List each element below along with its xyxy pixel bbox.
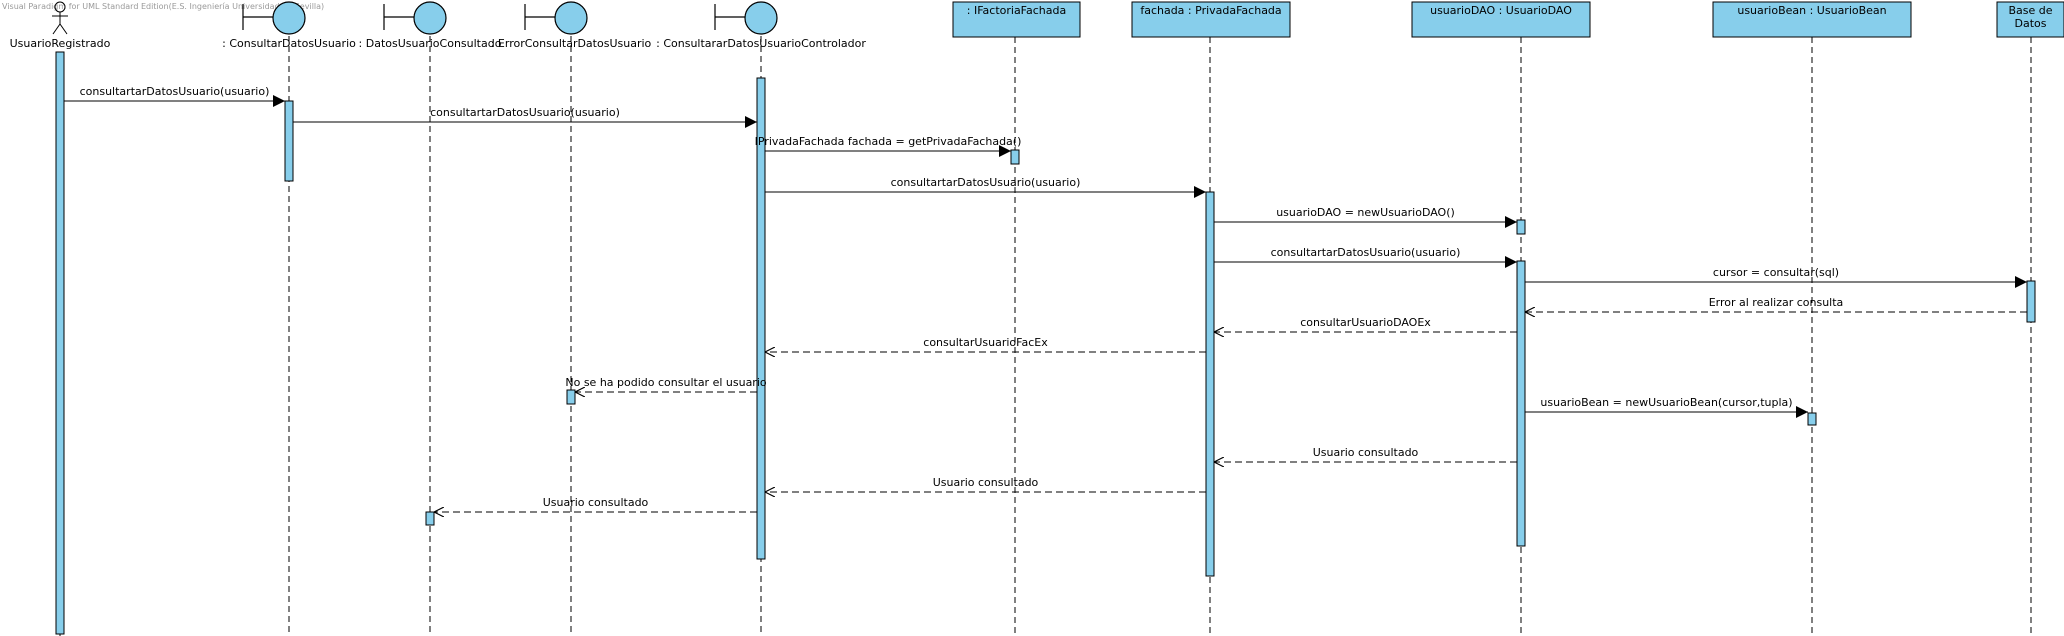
lifeline-consultar: : ConsultarDatosUsuario [222, 1, 356, 636]
activation-bar [1807, 412, 1817, 426]
message-label: consultarUsuarioFacEx [923, 336, 1048, 349]
lifeline-bean: usuarioBean : UsuarioBean [1712, 1, 1912, 636]
activation-bar [284, 100, 294, 182]
message-5: usuarioDAO = newUsuarioDAO() [1214, 206, 1517, 228]
message-9: consultarUsuarioDAOEx [1214, 316, 1517, 332]
lifeline-label: : ConsultararDatosUsuarioControlador [656, 37, 866, 50]
lifeline-dao: usuarioDAO : UsuarioDAO [1411, 1, 1591, 636]
message-label: usuarioDAO = newUsuarioDAO() [1276, 206, 1455, 219]
watermark: Visual Paradigm for UML Standard Edition… [2, 2, 324, 11]
activation-bar [1010, 149, 1020, 165]
message-label: IPrivadaFachada fachada = getPrivadaFach… [755, 135, 1022, 148]
activation-bar [566, 389, 576, 405]
activation-bar [1205, 191, 1215, 577]
lifeline-factoria: : IFactoriaFachada [952, 1, 1081, 636]
message-1: consultartarDatosUsuario(usuario) [64, 85, 285, 107]
message-15: Usuario consultado [434, 496, 757, 512]
boundary-circle-icon [272, 1, 306, 35]
activation-bar [1516, 260, 1526, 547]
message-label: consultartarDatosUsuario(usuario) [1271, 246, 1461, 259]
message-11: No se ha podido consultar el usuario [565, 376, 767, 392]
message-label: consultarUsuarioDAOEx [1300, 316, 1431, 329]
lifeline-header-box [1712, 1, 1912, 38]
boundary-circle-icon [413, 1, 447, 35]
message-label: consultartarDatosUsuario(usuario) [891, 176, 1081, 189]
message-3: IPrivadaFachada fachada = getPrivadaFach… [755, 135, 1022, 157]
activation-bar [425, 511, 435, 526]
message-label: Usuario consultado [933, 476, 1039, 489]
lifeline-header-box [952, 1, 1081, 38]
message-8: Error al realizar consulta [1525, 296, 2027, 312]
message-6: consultartarDatosUsuario(usuario) [1214, 246, 1517, 268]
message-14: Usuario consultado [765, 476, 1206, 492]
lifeline-datos: : DatosUsuarioConsultado [359, 1, 502, 636]
message-label: usuarioBean = newUsuarioBean(cursor,tupl… [1540, 396, 1792, 409]
message-12: usuarioBean = newUsuarioBean(cursor,tupl… [1525, 396, 1808, 418]
message-label: Usuario consultado [1313, 446, 1419, 459]
boundary-circle-icon [554, 1, 588, 35]
lifeline-header-box [1411, 1, 1591, 38]
lifeline-label: : ErrorConsultarDatosUsuario [491, 37, 652, 50]
lifeline-label: UsuarioRegistrado [10, 37, 111, 50]
activation-bar [1516, 219, 1526, 235]
lifeline-label: fachada : PrivadaFachada [1140, 4, 1281, 17]
lifeline-fachada: fachada : PrivadaFachada [1131, 1, 1291, 636]
lifeline-label: usuarioDAO : UsuarioDAO [1430, 4, 1572, 17]
lifeline-header-box [1131, 1, 1291, 38]
activation-bar [756, 77, 766, 560]
lifeline-header-box [1996, 1, 2064, 38]
actor-leg-icon [59, 23, 68, 35]
lifeline-label: : DatosUsuarioConsultado [359, 37, 502, 50]
lifeline-error: : ErrorConsultarDatosUsuario [491, 1, 652, 636]
lifeline-label: usuarioBean : UsuarioBean [1737, 4, 1886, 17]
message-13: Usuario consultado [1214, 446, 1517, 462]
boundary-circle-icon [744, 1, 778, 35]
message-label: consultartarDatosUsuario(usuario) [80, 85, 270, 98]
message-label: Usuario consultado [543, 496, 649, 509]
message-10: consultarUsuarioFacEx [765, 336, 1206, 352]
activation-bar [2026, 280, 2036, 323]
message-4: consultartarDatosUsuario(usuario) [765, 176, 1206, 198]
message-2: consultartarDatosUsuario(usuario) [293, 106, 757, 128]
activation-bar [55, 51, 65, 635]
lifeline-label: : IFactoriaFachada [967, 4, 1066, 17]
message-label: consultartarDatosUsuario(usuario) [430, 106, 620, 119]
actor-leg-icon [52, 23, 61, 35]
message-7: cursor = consultar(sql) [1525, 266, 2027, 288]
message-label: cursor = consultar(sql) [1713, 266, 1839, 279]
lifeline-label: : ConsultarDatosUsuario [222, 37, 356, 50]
message-label: No se ha podido consultar el usuario [565, 376, 767, 389]
message-label: Error al realizar consulta [1709, 296, 1844, 309]
